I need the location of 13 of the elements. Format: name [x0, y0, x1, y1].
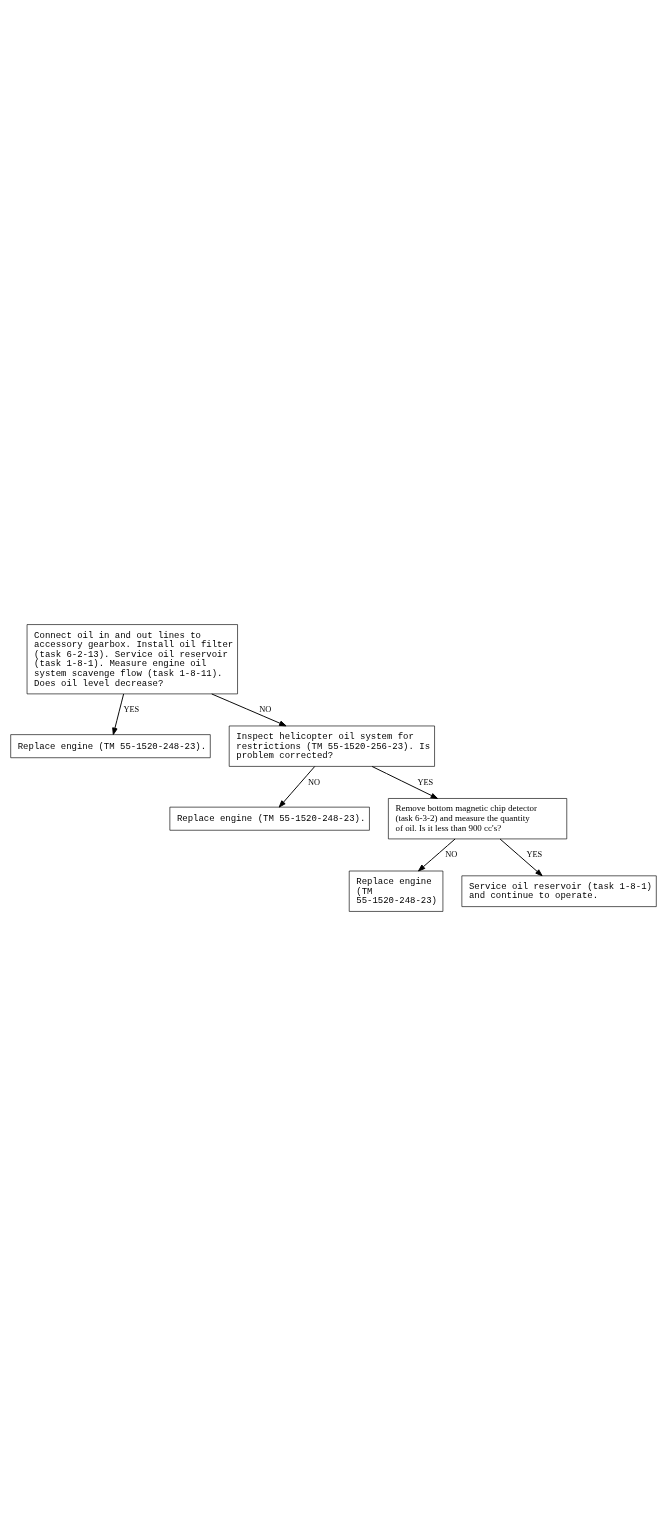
node-box: Remove bottom magnetic chip detector (task 6-3-2) and measure the quantity of oil. Is it less than 900 cc's?: [388, 798, 568, 840]
arrow: [418, 838, 456, 872]
arrow: [211, 693, 287, 727]
node-box: Replace engine (TM 55-1520-248-23): [348, 870, 444, 912]
node-box: Replace engine (TM 55-1520-248-23).: [10, 734, 211, 759]
node-box: Inspect helicopter oil system for restrictions (TM 55-1520-256-23). Is problem corrected?: [228, 725, 435, 767]
arrow: [499, 838, 543, 877]
arrow: [371, 766, 438, 799]
arrow: [278, 766, 316, 808]
node-box: Connect oil in and out lines to accessory gearbox. Install oil filter (task 6-2-13). Service oil reservoir (task 1-8-1). Measure engine oil system scavenge flow (task 1-8-11). Does oil level decrease?: [26, 624, 238, 695]
node-box: Replace engine (TM 55-1520-248-23).: [169, 806, 370, 831]
arrow: [112, 693, 125, 736]
node-box: Service oil reservoir (task 1-8-1) and continue to operate.: [461, 875, 657, 907]
